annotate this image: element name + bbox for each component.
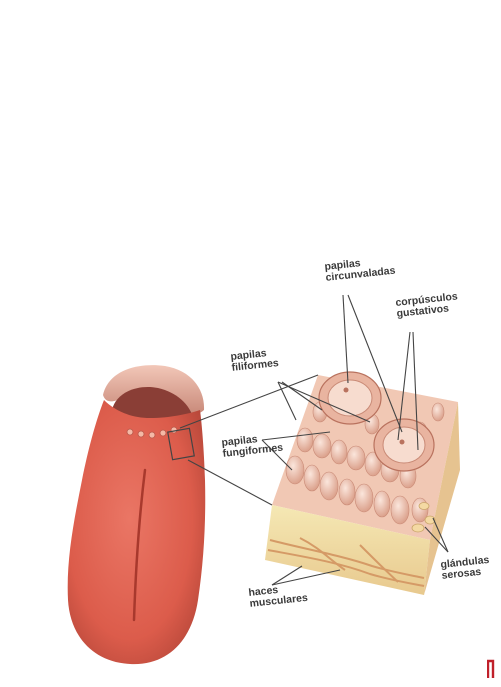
tissue-block	[265, 372, 460, 595]
tongue-illustration	[68, 365, 206, 664]
circumvallate-papilla-1	[319, 372, 381, 424]
red-bracket-icon	[487, 659, 495, 679]
circumvallate-papilla-2	[374, 419, 434, 471]
tongue-body	[68, 400, 206, 664]
